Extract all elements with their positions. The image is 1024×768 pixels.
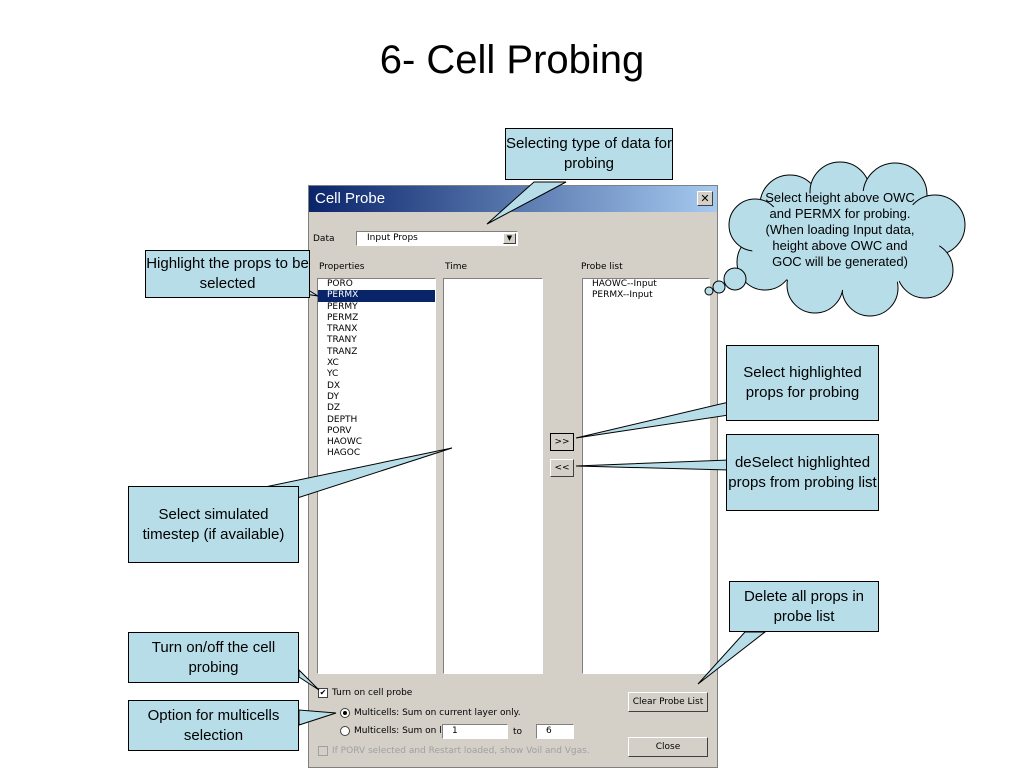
callout-pointer: [697, 631, 767, 685]
property-item[interactable]: PORV: [327, 425, 352, 436]
thought-cloud: [704, 161, 966, 317]
remove-from-probe-button[interactable]: <<: [550, 459, 574, 477]
time-label: Time: [445, 262, 468, 272]
probe-list-item[interactable]: HAOWC--Input: [592, 279, 657, 289]
layer-to-label: to: [513, 727, 523, 737]
add-to-probe-button[interactable]: >>: [550, 433, 574, 451]
probe-list-label: Probe list: [581, 262, 623, 272]
slide-title: 6- Cell Probing: [379, 38, 645, 82]
callout-highlight-props: Highlight the props to be selected: [145, 250, 310, 298]
property-item[interactable]: DEPTH: [327, 414, 358, 425]
property-item[interactable]: DX: [327, 380, 341, 391]
data-type-value: Input Props: [367, 233, 418, 243]
callout-pointer: [298, 709, 337, 726]
close-button[interactable]: Close: [628, 737, 708, 757]
property-item[interactable]: TRANY: [327, 335, 357, 346]
data-label: Data: [313, 234, 335, 244]
cell-probe-dialog: Cell Probe ✕ Data Input Props ▼ Properti…: [308, 185, 718, 768]
callout-select-props: Select highlighted props for probing: [726, 345, 879, 421]
chevron-down-icon[interactable]: ▼: [503, 233, 516, 244]
callout-timestep: Select simulated timestep (if available): [128, 486, 299, 563]
clear-probe-list-button[interactable]: Clear Probe List: [628, 692, 708, 712]
callout-turn-onoff: Turn on/off the cell probing: [128, 632, 299, 683]
radio-current-layer-label: Multicells: Sum on current layer only.: [354, 708, 521, 718]
property-item[interactable]: XC: [327, 358, 339, 369]
cloud-callout-text: Select height above OWC and PERMX for pr…: [765, 190, 915, 269]
callout-deselect-props: deSelect highlighted props from probing …: [726, 434, 879, 511]
property-item[interactable]: PORO: [327, 279, 353, 289]
callout-pointer: [486, 181, 567, 225]
probe-list-item[interactable]: PERMX--Input: [592, 290, 653, 301]
dialog-title: Cell Probe: [315, 190, 386, 207]
callout-pointer: [575, 401, 730, 439]
layer-from-input[interactable]: 1: [442, 724, 508, 739]
data-type-select[interactable]: Input Props ▼: [356, 231, 518, 246]
property-item[interactable]: HAGOC: [327, 448, 361, 459]
property-item[interactable]: DY: [327, 391, 339, 402]
callout-data-type: Selecting type of data for probing: [505, 128, 673, 180]
property-item[interactable]: PERMX: [318, 290, 435, 302]
turn-on-checkbox[interactable]: ✔: [318, 688, 328, 698]
radio-sum-layers[interactable]: [340, 726, 350, 736]
property-item[interactable]: HAOWC: [327, 437, 363, 448]
callout-multicells: Option for multicells selection: [128, 700, 299, 751]
porv-label: If PORV selected and Restart loaded, sho…: [332, 746, 590, 756]
turn-on-label: Turn on cell probe: [332, 688, 413, 698]
property-item[interactable]: PERMY: [327, 301, 358, 312]
radio-current-layer[interactable]: [340, 708, 350, 718]
time-listbox[interactable]: [443, 278, 543, 674]
radio-sum-layers-label: Multicells: Sum on layers :: [354, 726, 473, 736]
callout-pointer: [298, 668, 320, 691]
property-item[interactable]: TRANZ: [327, 346, 358, 357]
properties-label: Properties: [319, 262, 365, 272]
layer-to-input[interactable]: 6: [536, 724, 574, 739]
property-item[interactable]: TRANX: [327, 324, 358, 335]
close-icon[interactable]: ✕: [697, 191, 713, 206]
callout-delete-all: Delete all props in probe list: [729, 581, 879, 632]
porv-checkbox[interactable]: [318, 746, 328, 756]
property-item[interactable]: YC: [327, 369, 339, 380]
callout-pointer: [575, 459, 730, 471]
property-item[interactable]: DZ: [327, 403, 341, 414]
property-item[interactable]: PERMZ: [327, 312, 359, 323]
